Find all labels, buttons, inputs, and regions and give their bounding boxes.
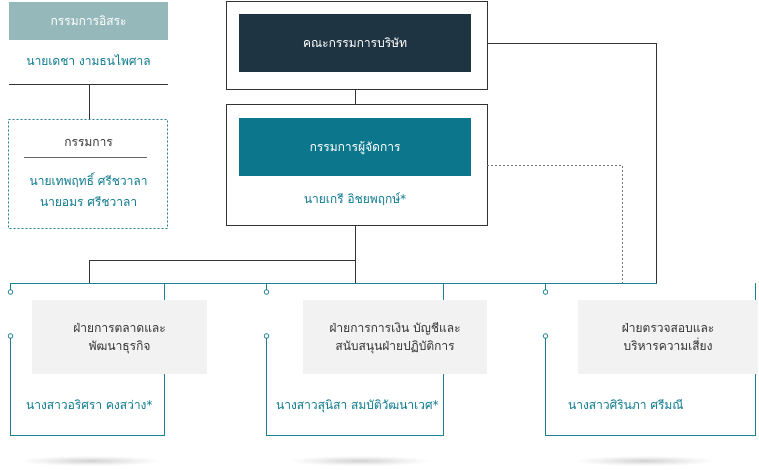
node-dot — [263, 289, 270, 295]
md-title: กรรมการผู้จัดการ — [309, 139, 401, 154]
dept-head-name: นางสาวอริศรา คงสว่าง* — [26, 398, 153, 412]
board-title: คณะกรรมการบริษัท — [302, 35, 407, 50]
dept-title-line: ฝ่ายตรวจสอบและ — [621, 321, 715, 335]
independent-member-name: นายเทพฤทธิ์ ศรีชวาลา — [29, 173, 148, 188]
md-box: กรรมการผู้จัดการ — [239, 118, 471, 176]
bus-left — [89, 260, 356, 283]
md-audit-dotted-connector — [487, 165, 623, 283]
md-name: นายเกรี อิชยพฤกษ์* — [303, 191, 407, 206]
board-frame — [226, 1, 488, 90]
shadow — [290, 456, 430, 466]
dept-title-line: ฝ่ายการตลาดและ — [73, 321, 166, 335]
dept-head-name: นางสาวสุนิสา สมบัติวัฒนาเวศ* — [276, 398, 439, 412]
dept-finance-box: ฝ่ายการการเงิน บัญชีและ สนับสนุนฝ่ายปฏิบ… — [303, 300, 487, 374]
dept-title-line: ฝ่ายการการเงิน บัญชีและ — [329, 321, 461, 335]
board-audit-connector — [487, 43, 657, 283]
board-box: คณะกรรมการบริษัท — [239, 14, 471, 72]
dept-head-name: นางสาวศิรินภา ศรีมณี — [568, 398, 684, 412]
independent-member-name: นายอมร ศรีชวาลา — [39, 194, 138, 209]
node-dot — [7, 289, 14, 295]
dept-title-line: บริหารความเสี่ยง — [623, 339, 713, 353]
independent-directors-header: กรรมการอิสระ — [9, 2, 168, 40]
dept-audit-box: ฝ่ายตรวจสอบและ บริหารความเสี่ยง — [578, 300, 758, 374]
independent-members-frame — [8, 119, 168, 229]
independent-chairman-name: นายเดชา งามธนไพศาล — [26, 53, 151, 68]
shadow — [575, 456, 715, 466]
dept-title-line: พัฒนาธุรกิจ — [88, 339, 151, 353]
dept-title-line: สนับสนุนฝ่ายปฏิบัติการ — [335, 339, 455, 353]
independent-directors-title: กรรมการอิสระ — [50, 13, 127, 28]
dept-marketing-box: ฝ่ายการตลาดและ พัฒนาธุรกิจ — [32, 300, 207, 374]
node-dot — [542, 289, 549, 295]
shadow — [20, 456, 160, 466]
independent-member-label: กรรมการ — [64, 134, 113, 149]
